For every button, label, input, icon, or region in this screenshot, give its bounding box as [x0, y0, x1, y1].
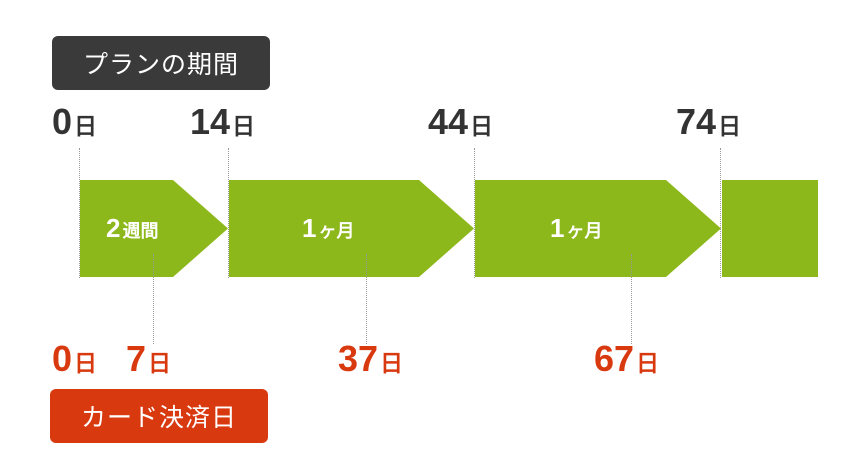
day-guide-line — [720, 148, 721, 278]
day-guide-line — [228, 148, 229, 278]
payment-day-marker: 0日 — [52, 338, 98, 379]
payment-guide-line — [153, 254, 154, 344]
plan-day-marker: 74日 — [676, 101, 742, 142]
day-guide-line — [79, 148, 80, 278]
segment-continuation — [722, 180, 818, 277]
payment-day-marker: 37日 — [338, 338, 404, 379]
day-guide-line — [474, 148, 475, 278]
payment-guide-line — [631, 254, 632, 344]
plan-day-marker: 14日 — [190, 101, 256, 142]
payment-day-marker: 67日 — [594, 338, 660, 379]
plan-day-marker: 0日 — [52, 101, 98, 142]
payment-day-marker: 7日 — [126, 338, 172, 379]
card-payment-day-label: カード決済日 — [50, 389, 268, 443]
plan-day-marker: 44日 — [428, 101, 494, 142]
payment-guide-line — [366, 254, 367, 344]
plan-period-label: プランの期間 — [52, 36, 270, 90]
